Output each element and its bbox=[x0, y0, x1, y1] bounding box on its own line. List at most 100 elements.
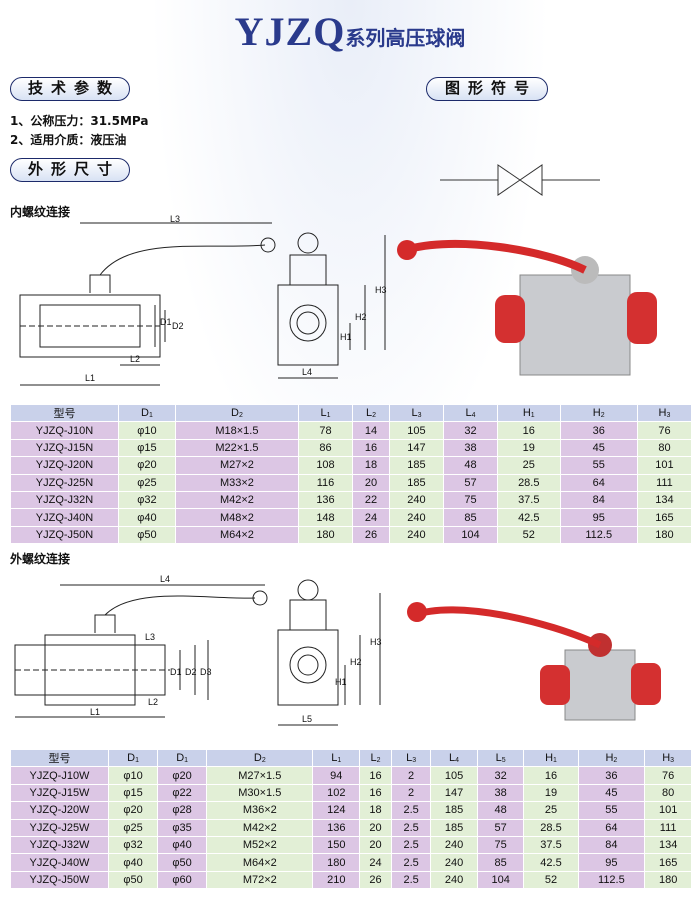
table-cell: 84 bbox=[577, 835, 646, 855]
label-H2: H2 bbox=[355, 312, 367, 322]
table-cell: 240 bbox=[388, 490, 444, 510]
column-header: D2 bbox=[206, 748, 314, 768]
table-cell: 22 bbox=[352, 490, 390, 510]
table-cell: 104 bbox=[442, 525, 499, 545]
table-cell: M36×2 bbox=[206, 801, 314, 820]
table-cell: 2.5 bbox=[390, 818, 432, 837]
internal-valve-photo bbox=[397, 239, 657, 376]
table-cell: 57 bbox=[442, 473, 499, 492]
table-cell: 165 bbox=[644, 853, 692, 872]
table-cell: φ32 bbox=[118, 490, 176, 510]
table-cell: 52 bbox=[497, 525, 561, 545]
label-H1: H1 bbox=[340, 332, 352, 342]
series-name: 系列高压球阀 bbox=[345, 26, 466, 50]
column-header: L3 bbox=[390, 748, 432, 768]
table-cell: 45 bbox=[577, 783, 646, 803]
table-cell: 36 bbox=[577, 766, 646, 785]
table-cell: 48 bbox=[476, 801, 525, 820]
label-L1: L1 bbox=[85, 373, 95, 383]
table-cell: 20 bbox=[359, 818, 392, 837]
label-H3: H3 bbox=[375, 285, 387, 295]
section-tech-params: 技术参数 bbox=[10, 77, 130, 101]
column-header: D1 bbox=[118, 403, 176, 423]
table-cell: 148 bbox=[297, 508, 354, 527]
table-cell: 105 bbox=[388, 421, 444, 440]
table-cell: 134 bbox=[636, 490, 693, 510]
table-cell: 32 bbox=[442, 421, 499, 440]
table-cell: φ40 bbox=[157, 835, 208, 855]
table-cell: φ22 bbox=[157, 783, 208, 803]
table-cell: 45 bbox=[559, 438, 638, 458]
table-cell: φ32 bbox=[107, 835, 159, 855]
table-cell: M72×2 bbox=[206, 870, 314, 890]
table-cell: 124 bbox=[312, 801, 361, 820]
column-header: L4 bbox=[430, 748, 478, 768]
external-valve-photo bbox=[407, 602, 661, 721]
table-cell: 20 bbox=[352, 473, 390, 492]
table-cell: 20 bbox=[359, 835, 392, 855]
table-cell: M42×2 bbox=[174, 490, 299, 510]
label-H2: H2 bbox=[350, 657, 362, 667]
table-cell: 2.5 bbox=[390, 870, 432, 890]
table-cell: 2.5 bbox=[390, 835, 432, 855]
spec-medium: 2、适用介质：液压油 bbox=[10, 133, 127, 147]
table-cell: 180 bbox=[636, 525, 693, 545]
table-cell: 85 bbox=[476, 853, 525, 872]
column-header: H1 bbox=[523, 748, 579, 768]
table-cell: φ10 bbox=[118, 421, 176, 440]
table-cell: 185 bbox=[388, 473, 444, 492]
table-cell: φ20 bbox=[107, 801, 159, 820]
table-cell: 57 bbox=[476, 818, 525, 837]
column-header: D1 bbox=[107, 748, 159, 768]
table-cell: 75 bbox=[442, 490, 499, 510]
column-header: 型号 bbox=[10, 748, 109, 768]
table-cell: 25 bbox=[523, 801, 579, 820]
table-cell: 80 bbox=[644, 783, 692, 803]
table-cell: 64 bbox=[559, 473, 638, 492]
table-cell: YJZQ-J10W bbox=[10, 766, 109, 785]
table-cell: M33×2 bbox=[174, 473, 299, 492]
label-L2: L2 bbox=[130, 354, 140, 364]
table-cell: 75 bbox=[476, 835, 525, 855]
label-L3: L3 bbox=[170, 215, 180, 224]
table-cell: M64×2 bbox=[206, 853, 314, 872]
table-cell: 185 bbox=[430, 818, 478, 837]
table-cell: 28.5 bbox=[523, 818, 579, 837]
table-cell: φ50 bbox=[107, 870, 159, 890]
table-cell: YJZQ-J32N bbox=[10, 490, 119, 510]
table-cell: φ40 bbox=[118, 508, 176, 527]
table-cell: 28.5 bbox=[497, 473, 561, 492]
table-cell: M64×2 bbox=[174, 525, 299, 545]
label-L2: L2 bbox=[148, 697, 158, 707]
table-cell: 116 bbox=[297, 473, 354, 492]
label-D2: D2 bbox=[172, 321, 184, 331]
table-cell: φ35 bbox=[157, 818, 208, 837]
table-cell: 24 bbox=[352, 508, 390, 527]
table-cell: 48 bbox=[442, 456, 499, 475]
table-cell: YJZQ-J40N bbox=[10, 508, 119, 527]
table-cell: 85 bbox=[442, 508, 499, 527]
table-cell: 240 bbox=[388, 525, 444, 545]
column-header: L4 bbox=[442, 403, 499, 423]
table-cell: 150 bbox=[312, 835, 361, 855]
table-cell: 111 bbox=[636, 473, 693, 492]
table-cell: 2.5 bbox=[390, 801, 432, 820]
table-cell: M30×1.5 bbox=[206, 783, 314, 803]
table-cell: 55 bbox=[559, 456, 638, 475]
table-cell: 95 bbox=[559, 508, 638, 527]
spec-pressure: 1、公称压力：31.5MPa bbox=[10, 114, 149, 128]
table-cell: 14 bbox=[352, 421, 390, 440]
table-cell: 105 bbox=[430, 766, 478, 785]
label-D2: D2 bbox=[185, 667, 197, 677]
external-thread-drawing: L4 L3 L1 L2 D1 D2 D3 L5 H1 H2 H3 bbox=[14, 574, 382, 726]
